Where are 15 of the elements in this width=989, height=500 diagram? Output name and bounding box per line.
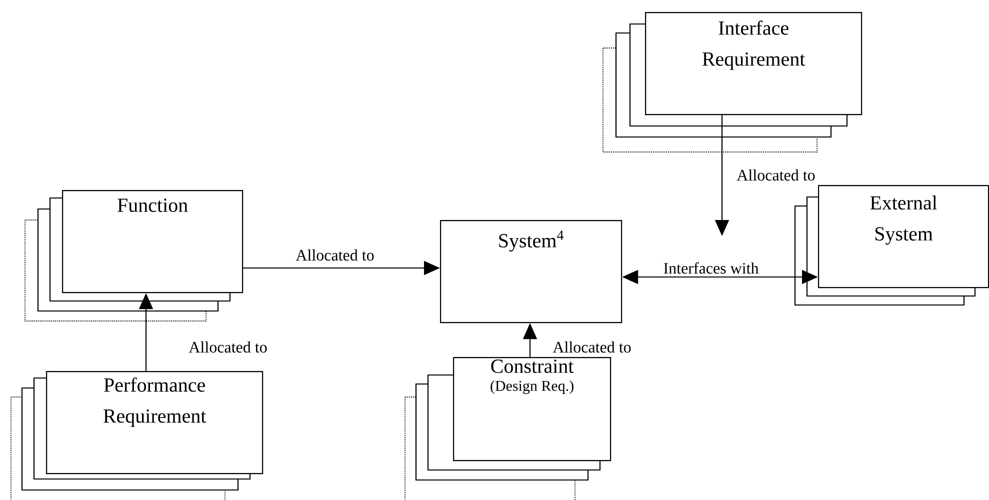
- edge-label: Allocated to: [736, 168, 816, 182]
- stacked-box: External System: [794, 185, 989, 306]
- stacked-box: Performance Requirement: [10, 371, 264, 500]
- edge-label: Allocated to: [552, 340, 632, 354]
- node-label: Interface: [718, 20, 788, 35]
- edge-label: Interfaces with: [662, 261, 760, 275]
- node-label: Performance: [104, 378, 205, 392]
- edge-label: Allocated to: [188, 340, 268, 354]
- stacked-box: Constraint (Design Req.): [404, 357, 612, 500]
- edge-label: Allocated to: [294, 248, 376, 262]
- stacked-box: Function: [24, 190, 244, 322]
- box: System$^{4}$: [440, 220, 622, 324]
- stacked-box: Interface Requirement: [602, 12, 862, 152]
- node-label: Constraint: [491, 360, 574, 373]
- node-label: (Design Req.): [490, 380, 574, 394]
